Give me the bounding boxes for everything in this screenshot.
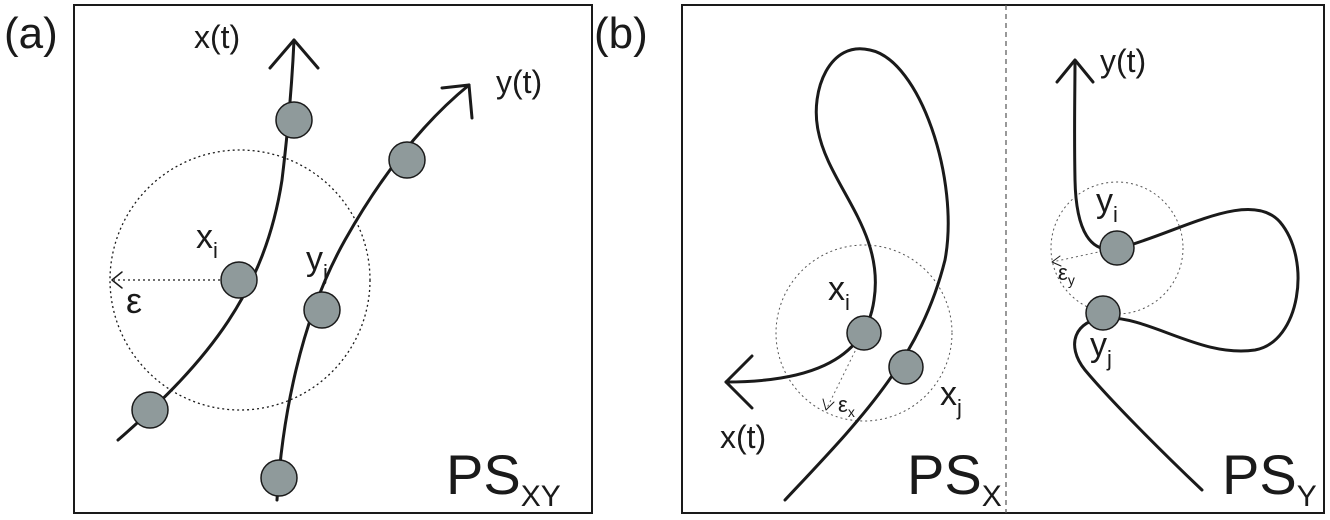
state-point — [131, 391, 169, 429]
state-point — [275, 101, 313, 139]
state-point — [260, 459, 298, 497]
point-xi-label: xi — [828, 270, 850, 315]
epsilon-x-neighbourhood-circle — [775, 244, 953, 422]
point-yj-label: yj — [306, 240, 328, 285]
phase-space-y-label: PSY — [1222, 443, 1317, 513]
trajectory-x — [116, 38, 296, 442]
trajectory-y — [275, 83, 471, 502]
panel-b-letter: (b) — [594, 9, 648, 58]
trajectory-x-arrowhead-icon — [724, 354, 754, 410]
point-xi-label: xi — [196, 218, 218, 263]
trajectory-y — [1073, 60, 1300, 492]
phase-space-xy-label: PSXY — [446, 443, 561, 513]
trajectory-x-label: x(t) — [720, 419, 766, 455]
state-point-yi — [1099, 230, 1135, 266]
panel-a: (a) ε x(t) y(t) xi yj PSXY — [4, 4, 593, 514]
panel-b-right: εy y(t) yi yj PSY — [1050, 43, 1317, 513]
state-point — [388, 141, 426, 179]
state-point-xi — [846, 315, 882, 351]
trajectory-y-arrowhead-icon — [1055, 58, 1095, 84]
epsilon-y-label: εy — [1058, 260, 1075, 288]
trajectory-x-label: x(t) — [194, 19, 240, 55]
state-point-xj — [888, 349, 924, 385]
epsilon-y-radius-arrow-icon — [1051, 255, 1062, 267]
point-xj-label: xj — [940, 375, 962, 420]
trajectory-y-label: y(t) — [1100, 43, 1146, 79]
epsilon-x-label: εx — [838, 392, 855, 420]
epsilon-x-radius-arrow-icon — [822, 398, 835, 411]
phase-space-x-label: PSX — [907, 443, 1002, 513]
state-point-xi — [220, 261, 258, 299]
state-point-yj — [303, 291, 341, 329]
epsilon-label: ε — [126, 280, 142, 321]
state-point-yj — [1085, 295, 1121, 331]
panel-a-letter: (a) — [4, 9, 58, 58]
trajectory-y-arrowhead-icon — [440, 83, 474, 120]
panel-b-left: εx x(t) xi xj PSX — [720, 47, 1002, 513]
panel-a-frame — [73, 4, 593, 514]
epsilon-radius-arrow-icon — [111, 271, 123, 289]
panel-b: (b) εx x(t) xi xj PSX εy y(t) — [594, 4, 1325, 514]
point-yi-label: yi — [1096, 182, 1118, 227]
epsilon-y-neighbourhood-circle — [1050, 181, 1184, 315]
panel-b-frame — [681, 4, 1325, 514]
epsilon-neighbourhood-circle — [109, 149, 371, 411]
epsilon-x-radius-line — [825, 332, 865, 411]
trajectory-y-label: y(t) — [496, 64, 542, 100]
point-yj-label: yj — [1090, 326, 1112, 371]
trajectory-x-arrowhead-icon — [268, 38, 320, 70]
